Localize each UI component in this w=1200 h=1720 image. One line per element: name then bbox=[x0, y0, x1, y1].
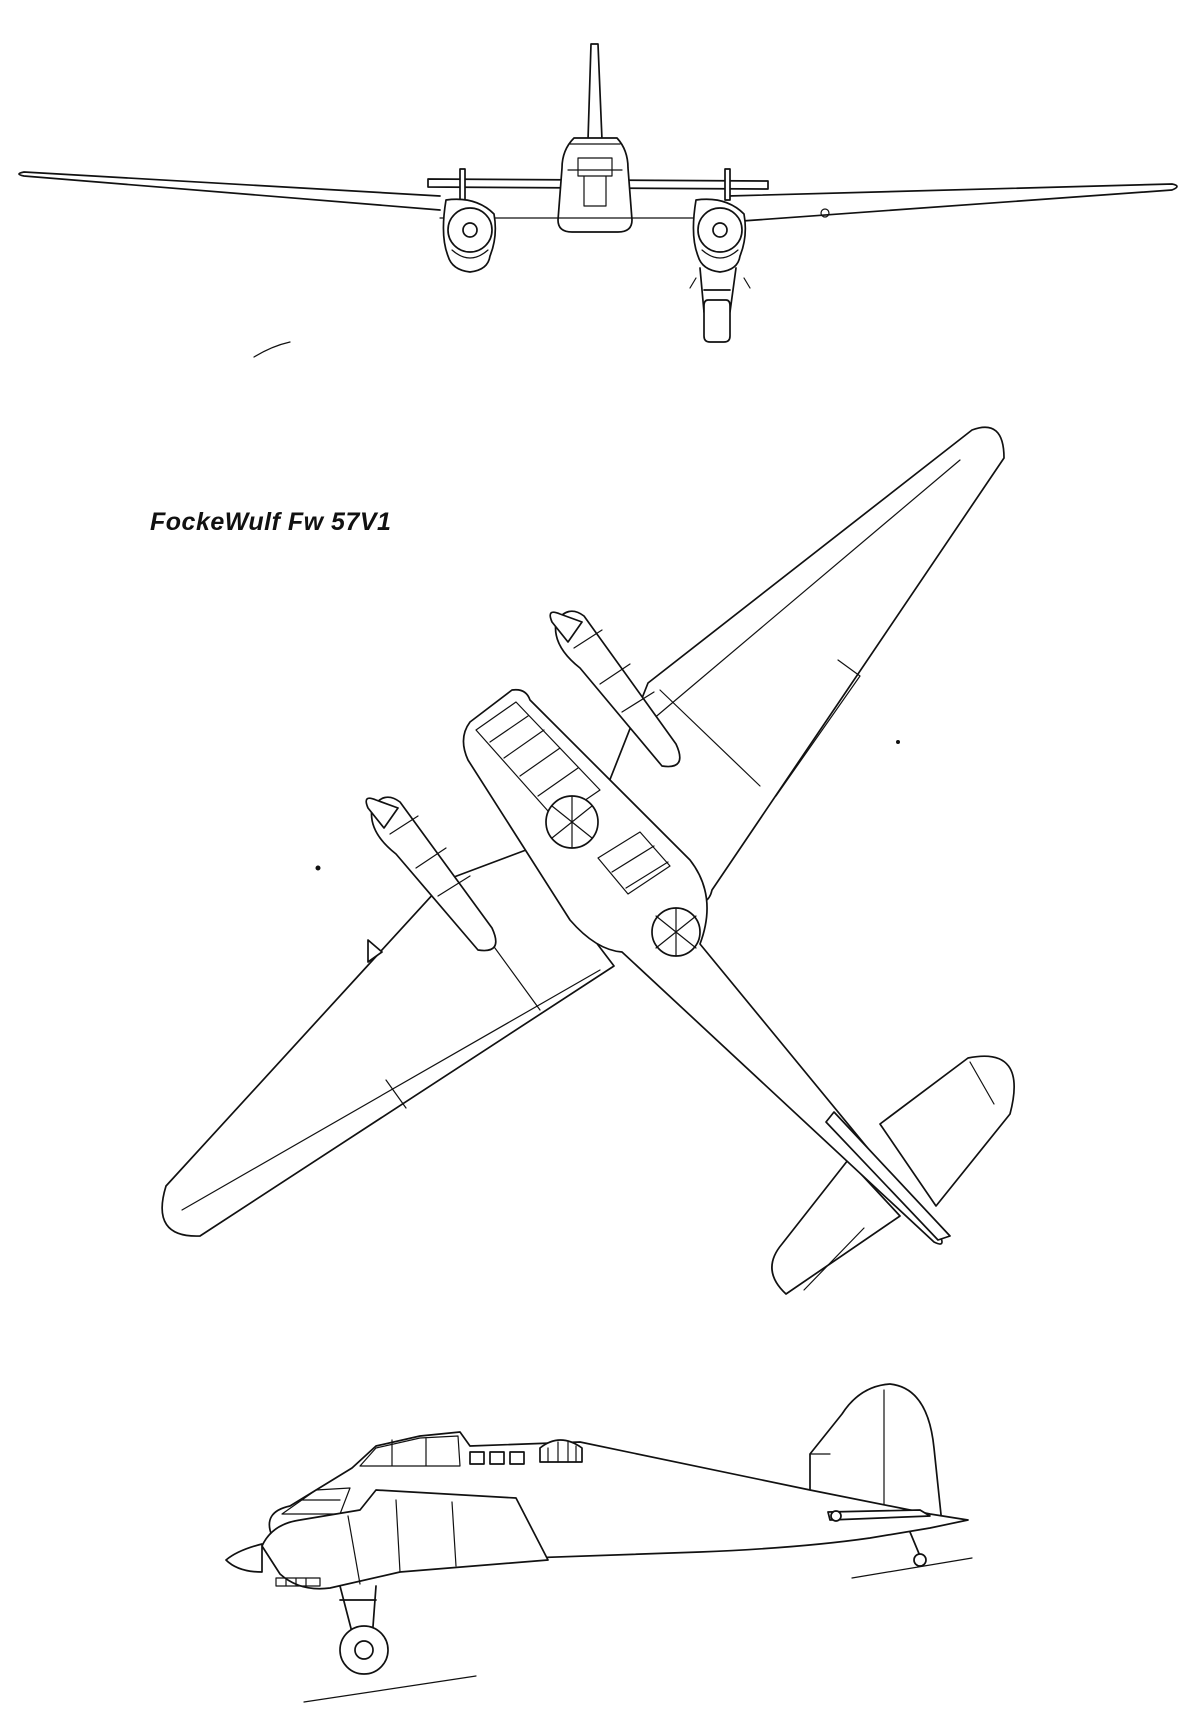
side-view-fin-lines bbox=[810, 1390, 884, 1524]
front-view-tailplane-fin-right bbox=[725, 169, 730, 200]
aircraft-title: FockeWulf Fw 57V1 bbox=[150, 508, 392, 536]
plan-view-upper-spinner bbox=[550, 612, 582, 642]
side-view-engine-nacelle bbox=[262, 1490, 548, 1589]
plan-view-lower-wing bbox=[162, 850, 614, 1236]
side-view-propeller-spinner bbox=[226, 1544, 262, 1572]
scan-speck bbox=[897, 741, 900, 744]
plan-view-tailplane-upper bbox=[880, 1056, 1014, 1206]
plan-view-vertical-fin bbox=[826, 1112, 950, 1240]
front-view-cockpit-frame bbox=[568, 144, 622, 206]
side-view-main-wheel-hub bbox=[355, 1641, 373, 1659]
front-view-right-nacelle-intake bbox=[702, 250, 738, 258]
side-view-cockpit-glazing bbox=[360, 1436, 460, 1466]
plan-view-tailplane-lines bbox=[804, 1062, 994, 1290]
front-view-left-nacelle-intake bbox=[452, 250, 488, 258]
side-view bbox=[226, 1384, 972, 1702]
plan-view bbox=[162, 427, 1014, 1294]
front-view-exhaust-stubs bbox=[690, 278, 750, 288]
plan-view-lower-nacelle bbox=[372, 797, 496, 950]
side-view-turret-frames bbox=[548, 1442, 576, 1462]
side-view-dorsal-turret bbox=[540, 1440, 582, 1462]
front-view-wing-light bbox=[821, 209, 829, 217]
side-view-tail-wheel bbox=[914, 1554, 926, 1566]
side-view-exhaust bbox=[276, 1578, 320, 1586]
side-view-cabin-window bbox=[510, 1452, 524, 1464]
front-view-tailplane bbox=[428, 179, 768, 189]
plan-view-lower-nacelle-panels bbox=[390, 816, 470, 896]
plan-view-upper-nacelle-panels bbox=[574, 630, 654, 712]
plan-view-upper-wing-panel-lines bbox=[652, 460, 960, 796]
front-view-left-wing bbox=[19, 172, 440, 210]
plan-view-tailplane-lower bbox=[772, 1160, 900, 1294]
plan-view-rear-turret-frames bbox=[656, 908, 696, 956]
side-view-nose-glazing bbox=[282, 1488, 350, 1514]
front-view-vertical-fin bbox=[588, 44, 602, 140]
side-view-cabin-window bbox=[490, 1452, 504, 1464]
scan-speck bbox=[316, 866, 320, 870]
front-view-right-wing bbox=[728, 184, 1177, 222]
front-view-fuselage bbox=[558, 138, 632, 232]
side-view-vertical-fin bbox=[810, 1384, 942, 1524]
side-view-tailplane-hinge bbox=[831, 1511, 841, 1521]
plan-view-cockpit-glazing bbox=[476, 702, 600, 820]
side-view-ground-line-tail bbox=[852, 1558, 972, 1578]
side-view-tail-gear bbox=[910, 1532, 920, 1556]
front-view-right-spinner-hub bbox=[713, 223, 727, 237]
side-view-ground-line-main bbox=[304, 1676, 476, 1702]
front-view bbox=[19, 44, 1177, 342]
plan-view-upper-nacelle bbox=[556, 611, 680, 766]
plan-view-cabin-windows bbox=[598, 832, 670, 894]
plan-view-wing-light bbox=[368, 940, 382, 962]
side-view-cabin-window bbox=[470, 1452, 484, 1464]
front-view-tailplane-fin-left bbox=[460, 169, 465, 200]
side-view-nacelle-panels bbox=[348, 1500, 456, 1584]
front-view-left-spinner-hub bbox=[463, 223, 477, 237]
plan-view-lower-spinner bbox=[366, 798, 398, 828]
front-view-landing-gear-wheel bbox=[704, 300, 730, 342]
scan-mark bbox=[254, 342, 290, 357]
plan-view-turret-frames bbox=[552, 796, 592, 848]
side-view-tailplane bbox=[828, 1510, 930, 1520]
